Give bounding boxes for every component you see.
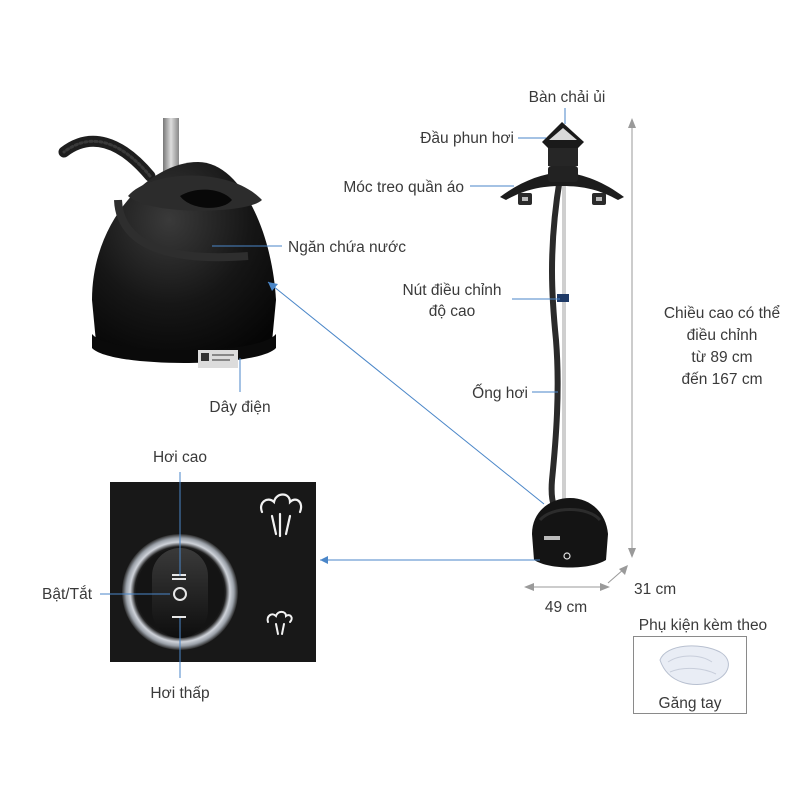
label-hanger: Móc treo quần áo xyxy=(343,179,464,196)
label-power-cord: Dây điện xyxy=(209,399,270,416)
label-accessories-title: Phụ kiện kèm theo xyxy=(639,617,767,634)
label-steam-head: Đầu phun hơi xyxy=(420,130,514,147)
base-closeup-image xyxy=(58,118,276,368)
accessory-box xyxy=(633,636,747,714)
high-steam-mark xyxy=(172,574,186,576)
label-width: 49 cm xyxy=(545,599,587,616)
power-icon xyxy=(173,587,187,601)
control-panel-closeup xyxy=(110,482,316,662)
label-water-tank: Ngăn chứa nước xyxy=(288,239,406,256)
label-height-range-2: điều chỉnh xyxy=(687,327,758,344)
steam-switch[interactable] xyxy=(152,548,208,638)
label-brush: Bàn chải ủi xyxy=(529,89,606,106)
label-glove: Găng tay xyxy=(659,695,722,712)
low-steam-icon xyxy=(266,610,293,635)
dimension-lines xyxy=(524,118,636,591)
label-steam-hose: Ống hơi xyxy=(472,384,528,402)
label-height-adjust-2: độ cao xyxy=(429,303,476,320)
label-height-range-3: từ 89 cm xyxy=(691,349,752,366)
glove-image xyxy=(659,645,729,685)
high-steam-icon xyxy=(260,493,303,538)
label-depth: 31 cm xyxy=(634,581,676,598)
full-steamer-image xyxy=(500,122,624,568)
callout-lines xyxy=(100,108,566,678)
label-height-range-1: Chiều cao có thể xyxy=(664,305,780,322)
label-height-adjust-1: Nút điều chỉnh xyxy=(402,282,501,299)
label-high-steam: Hơi cao xyxy=(153,449,207,466)
label-on-off: Bật/Tắt xyxy=(42,586,93,603)
low-steam-mark xyxy=(172,616,186,618)
label-low-steam: Hơi thấp xyxy=(150,685,209,702)
label-height-range-4: đến 167 cm xyxy=(682,371,763,388)
